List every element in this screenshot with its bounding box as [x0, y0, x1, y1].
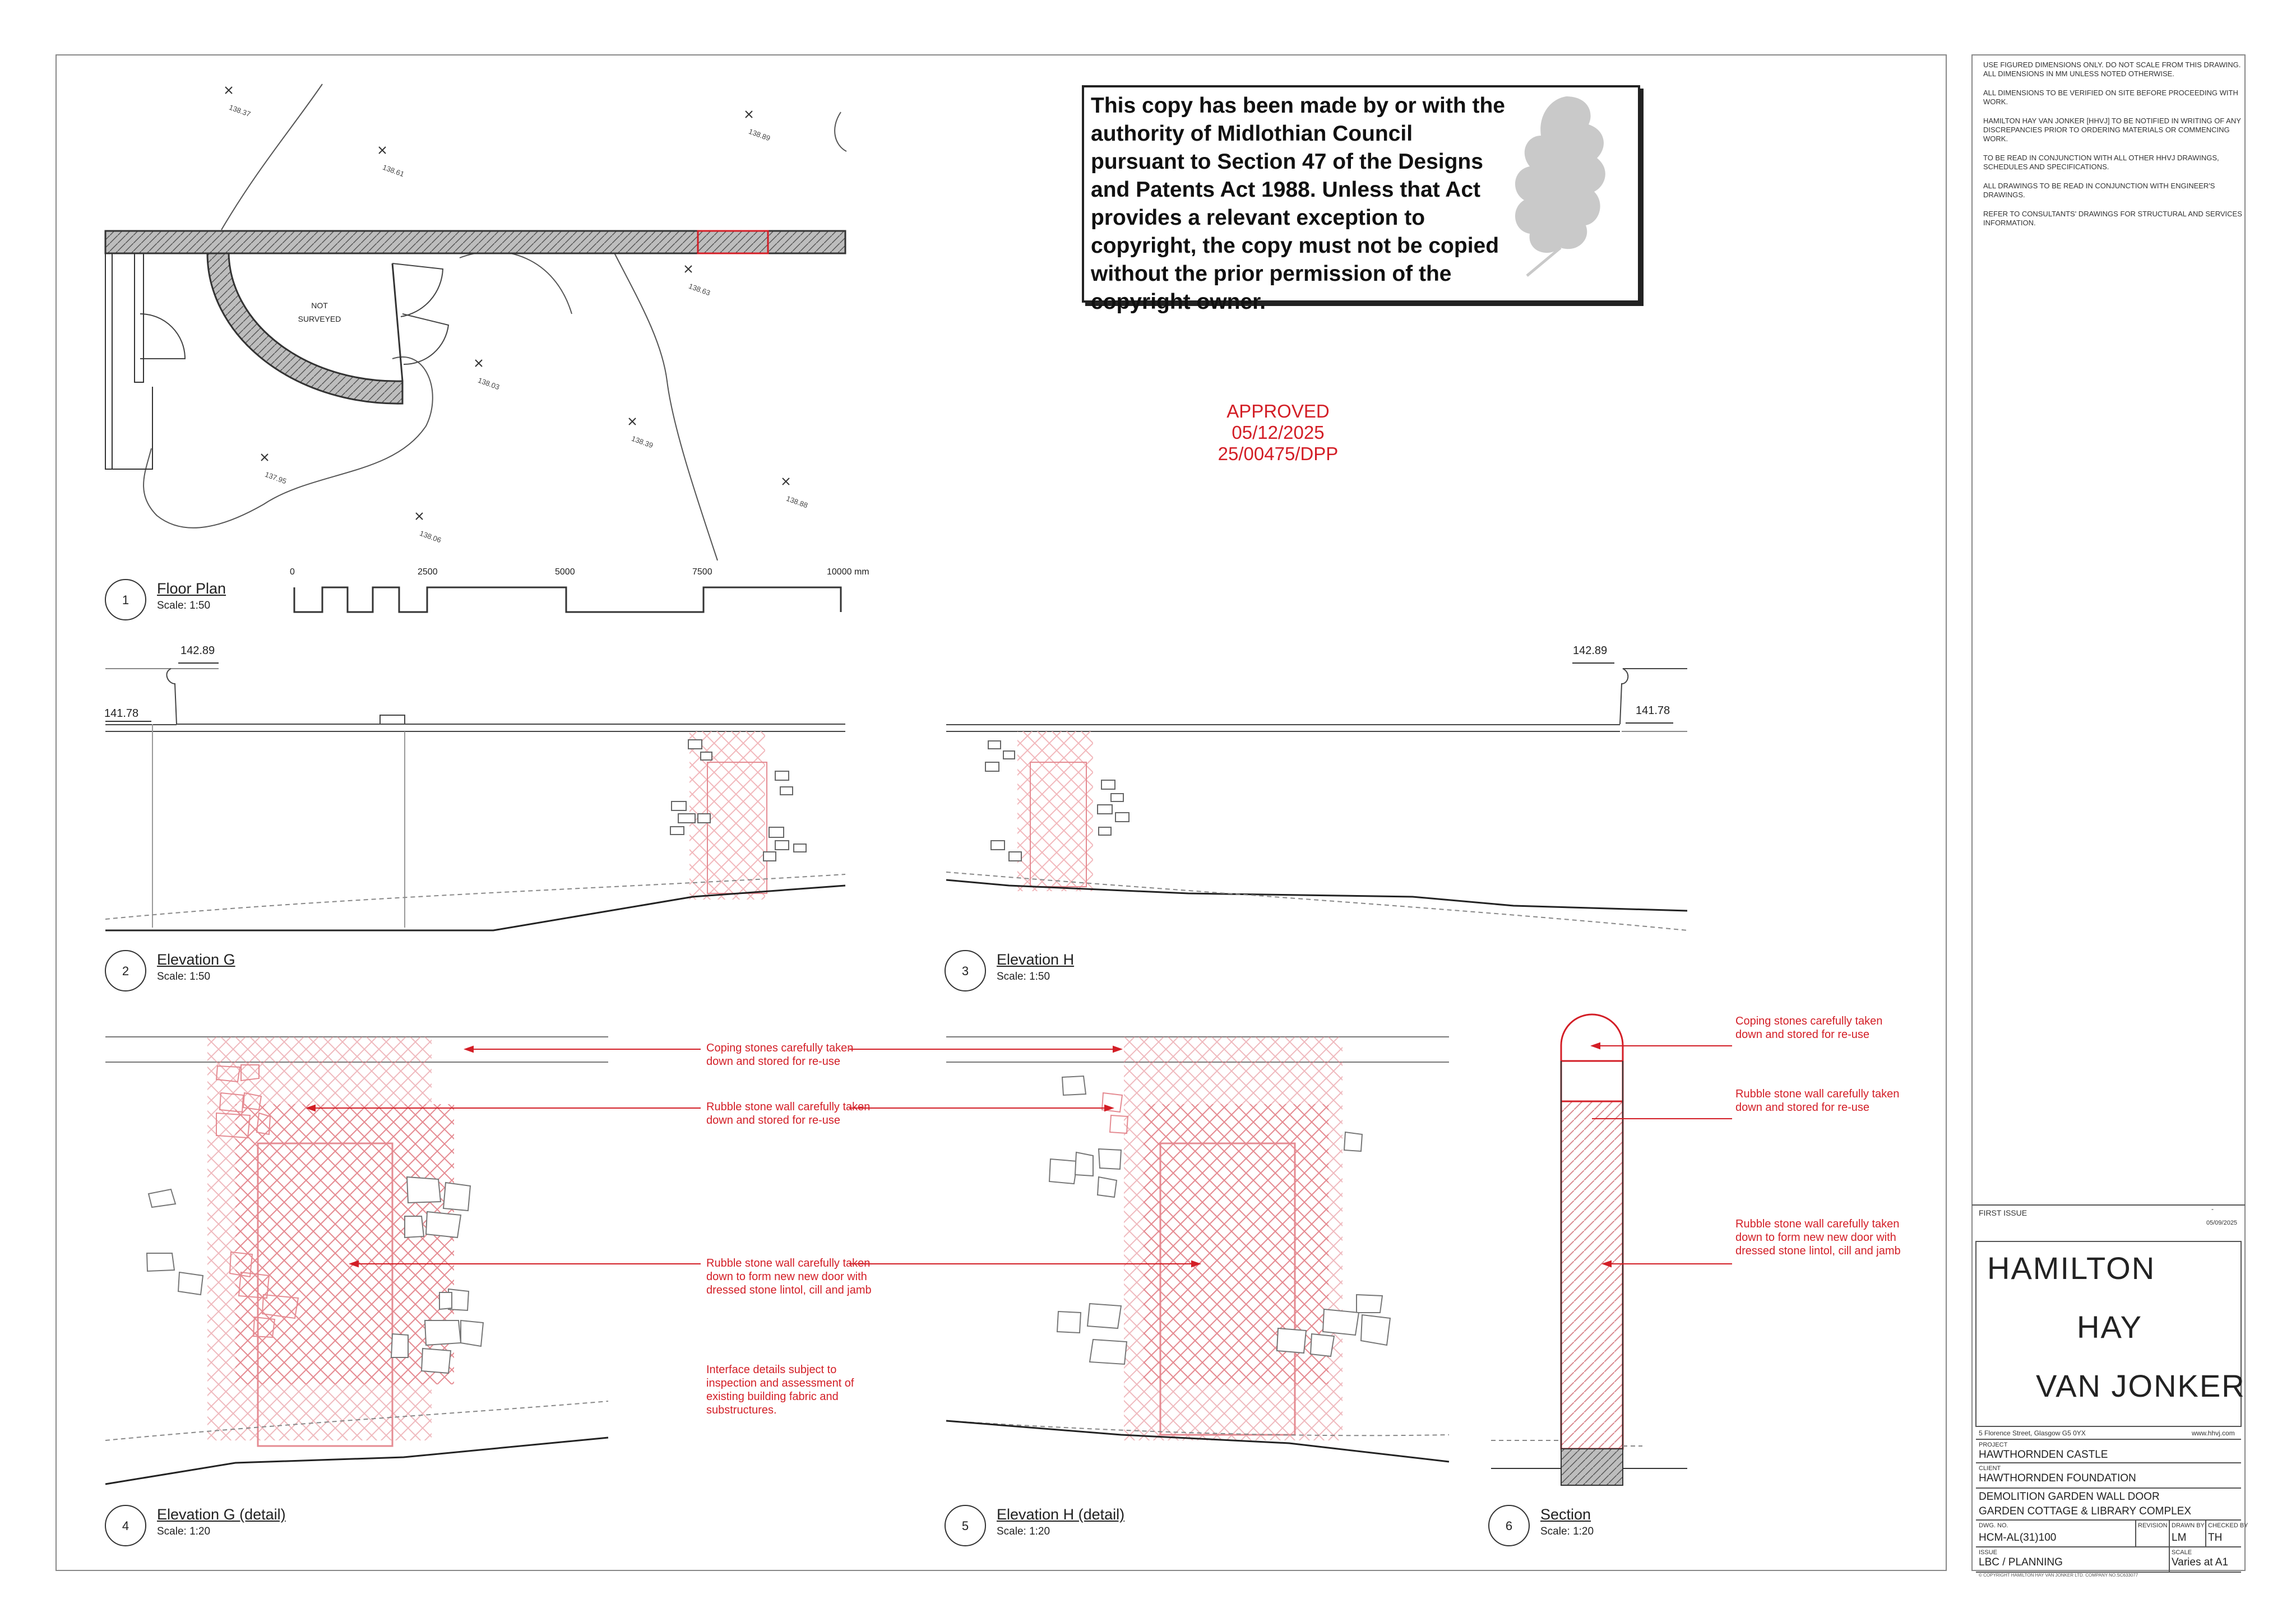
- dwg-label: DWG. NO.: [1979, 1522, 2008, 1529]
- general-note: REFER TO CONSULTANTS' DRAWINGS FOR STRUC…: [1983, 210, 2242, 227]
- general-note: ALL DRAWINGS TO BE READ IN CONJUNCTION W…: [1983, 182, 2215, 199]
- not-surveyed-label: NOT SURVEYED: [298, 301, 341, 323]
- revision-mark: -: [2211, 1205, 2214, 1213]
- view-title: Elevation G: [157, 951, 235, 968]
- view-number: 4: [122, 1519, 129, 1533]
- scale-bar: [293, 586, 842, 613]
- view-number: 5: [961, 1519, 969, 1533]
- view-number: 1: [122, 593, 129, 607]
- general-notes: USE FIGURED DIMENSIONS ONLY. DO NOT SCAL…: [1983, 61, 2247, 238]
- scale-label: SCALE: [2172, 1549, 2192, 1556]
- section: [1491, 1013, 1687, 1486]
- drawing-number: HCM-AL(31)100: [1979, 1532, 2057, 1544]
- view-number: 6: [1505, 1519, 1513, 1533]
- checked-by: TH: [2208, 1532, 2223, 1544]
- view-number: 2: [122, 964, 129, 978]
- drawn-by-label: DRAWN BY: [2172, 1522, 2205, 1529]
- scale-tick: 5000: [555, 567, 575, 577]
- view-scale: Scale: 1:20: [997, 1526, 1050, 1537]
- project-label: PROJECT: [1979, 1442, 2008, 1448]
- scale-tick: 7500: [692, 567, 712, 577]
- view-scale: Scale: 1:50: [997, 971, 1050, 983]
- view-scale: Scale: 1:50: [157, 600, 211, 611]
- drawing-title-line: DEMOLITION GARDEN WALL DOOR: [1979, 1491, 2160, 1503]
- view-title: Floor Plan: [157, 580, 226, 597]
- title-block-grid: [1972, 1204, 2245, 1573]
- approval-date: 05/12/2025: [1232, 422, 1325, 443]
- approval-reference: 25/00475/DPP: [1218, 443, 1339, 464]
- view-scale: Scale: 1:20: [1540, 1526, 1594, 1537]
- view-scale: Scale: 1:20: [157, 1526, 211, 1537]
- copyright-notice-box: This copy has been made by or with the a…: [1082, 85, 1640, 314]
- client-label: CLIENT: [1979, 1465, 2001, 1472]
- drawn-by: LM: [2172, 1532, 2187, 1544]
- scale-tick: 10000 mm: [827, 567, 869, 577]
- elevation-g-detail: [105, 1036, 609, 1485]
- level-label-top: 142.89: [1573, 645, 1608, 657]
- scale-value: Varies at A1: [2172, 1556, 2229, 1568]
- level-label-coping: 141.78: [1636, 705, 1670, 717]
- elevation-h-detail: [946, 1036, 1450, 1463]
- revision-date: 05/09/2025: [2206, 1220, 2238, 1226]
- note-coping: Coping stones carefully taken down and s…: [706, 1042, 854, 1068]
- elevation-h: [946, 668, 1688, 931]
- general-note: HAMILTON HAY VAN JONKER [HHVJ] TO BE NOT…: [1983, 117, 2241, 143]
- note-section-coping: Coping stones carefully taken down and s…: [1735, 1015, 1883, 1041]
- project-name: HAWTHORNDEN CASTLE: [1979, 1449, 2108, 1461]
- checked-by-label: CHECKED BY: [2208, 1522, 2248, 1529]
- view-title: Elevation H: [997, 951, 1075, 968]
- elevation-g: [105, 668, 846, 932]
- note-rubble-stored: Rubble stone wall carefully taken down a…: [706, 1101, 871, 1127]
- floor-plan: [104, 84, 847, 613]
- company-copyright: © COPYRIGHT HAMILTON HAY VAN JONKER LTD.…: [1979, 1573, 2138, 1578]
- general-note: TO BE READ IN CONJUNCTION WITH ALL OTHER…: [1983, 154, 2219, 171]
- general-note: ALL DIMENSIONS TO BE VERIFIED ON SITE BE…: [1983, 89, 2238, 106]
- level-label-top: 142.89: [180, 645, 215, 657]
- titleblock-frame: [1971, 54, 2246, 1571]
- view-title: Elevation G (detail): [157, 1506, 286, 1523]
- view-title: Elevation H (detail): [997, 1506, 1125, 1523]
- address: 5 Florence Street, Glasgow G5 0YX: [1979, 1429, 2086, 1437]
- logo-van-jonker: VAN JONKER: [2036, 1368, 2246, 1403]
- revision-label: FIRST ISSUE: [1979, 1208, 2027, 1217]
- note-section-rubble-door: Rubble stone wall carefully taken down t…: [1735, 1218, 1901, 1257]
- approval-stamp: APPROVED 05/12/2025 25/00475/DPP: [1194, 401, 1362, 465]
- logo-hamilton: HAMILTON: [1987, 1250, 2156, 1286]
- note-section-rubble-stored: Rubble stone wall carefully taken down a…: [1735, 1088, 1900, 1114]
- issue: LBC / PLANNING: [1979, 1556, 2063, 1568]
- view-number: 3: [961, 964, 969, 978]
- view-circles: [105, 579, 1530, 1546]
- level-label-coping: 141.78: [104, 707, 139, 720]
- general-note: USE FIGURED DIMENSIONS ONLY. DO NOT SCAL…: [1983, 61, 2241, 78]
- view-scale: Scale: 1:50: [157, 971, 211, 983]
- drawing-frame: [55, 54, 1947, 1571]
- revision-field-label: REVISION: [2138, 1522, 2168, 1529]
- logo-hay: HAY: [2077, 1309, 2142, 1345]
- scale-tick: 2500: [418, 567, 438, 577]
- issue-label: ISSUE: [1979, 1549, 1998, 1556]
- view-title: Section: [1540, 1506, 1591, 1523]
- drawing-title-line: GARDEN COTTAGE & LIBRARY COMPLEX: [1979, 1505, 2192, 1517]
- website: www.hhvj.com: [2192, 1429, 2235, 1437]
- client-name: HAWTHORNDEN FOUNDATION: [1979, 1472, 2136, 1484]
- annotation-leaders: [305, 1042, 1732, 1268]
- scale-tick: 0: [290, 567, 295, 577]
- oak-leaf-icon: [1515, 96, 1605, 277]
- level-markers: [105, 662, 1673, 724]
- note-rubble-door: Rubble stone wall carefully taken down t…: [706, 1257, 872, 1296]
- copyright-notice: This copy has been made by or with the a…: [1091, 94, 1505, 314]
- note-interface: Interface details subject to inspection …: [706, 1364, 854, 1416]
- approval-status: APPROVED: [1226, 401, 1330, 421]
